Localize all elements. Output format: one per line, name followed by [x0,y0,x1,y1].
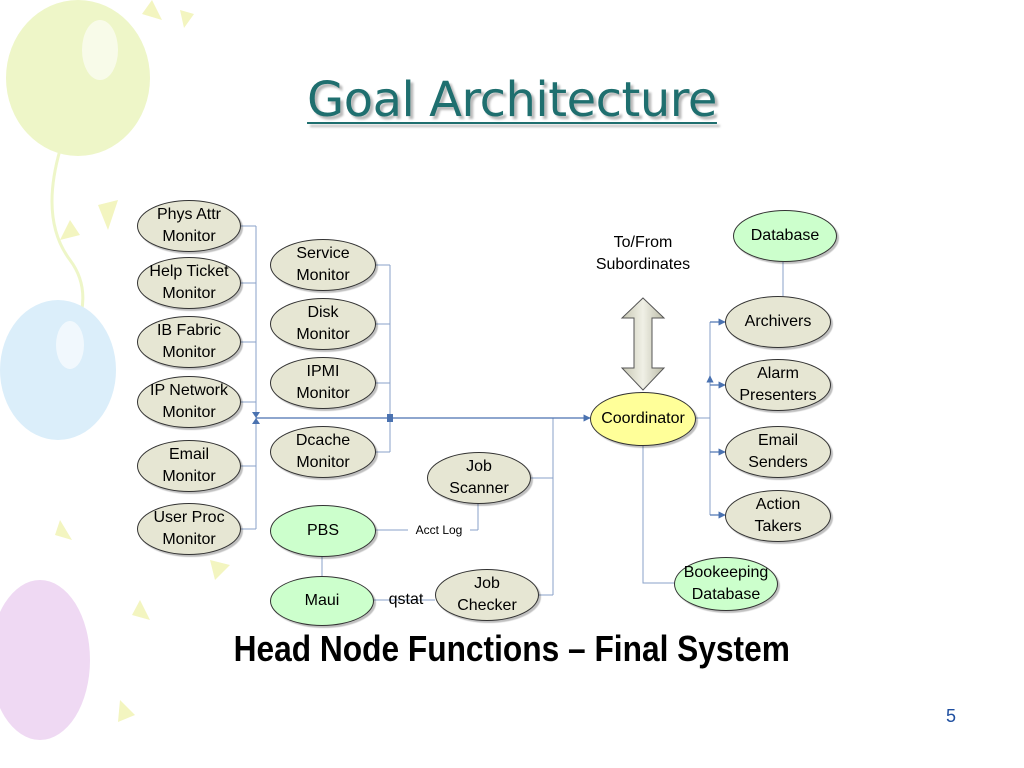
ip-network-monitor-node: IP Network Monitor [137,376,241,428]
phys-attr-monitor-node: Phys Attr Monitor [137,200,241,252]
user-proc-monitor-node: User Proc Monitor [137,503,241,555]
alarm-presenters-node: Alarm Presenters [725,359,831,411]
disk-monitor-node: Disk Monitor [270,298,376,350]
database-node: Database [733,210,837,262]
page-number: 5 [946,706,957,726]
qstat-label: qstat [388,591,424,608]
help-ticket-monitor-node: Help Ticket Monitor [137,257,241,309]
job-scanner-node: Job Scanner [427,452,531,504]
ipmi-monitor-node: IPMI Monitor [270,357,376,409]
bookeeping-database-node: Bookeeping Database [674,557,778,611]
archivers-node: Archivers [725,296,831,348]
coordinator-node: Coordinator [590,392,696,446]
action-takers-node: Action Takers [725,490,831,542]
acct-log-label: Acct Log [408,522,470,538]
service-monitor-node: Service Monitor [270,239,376,291]
slide-subtitle: Head Node Functions – Final System [233,628,790,669]
pbs-node: PBS [270,505,376,557]
maui-node: Maui [270,576,374,626]
email-senders-node: Email Senders [725,426,831,478]
job-checker-node: Job Checker [435,569,539,621]
ib-fabric-monitor-node: IB Fabric Monitor [137,316,241,368]
slide-title: Goal Architecture [307,72,717,128]
email-monitor-node: Email Monitor [137,440,241,492]
dcache-monitor-node: Dcache Monitor [270,426,376,478]
to-from-subordinates-label: To/From Subordinates [595,234,691,273]
